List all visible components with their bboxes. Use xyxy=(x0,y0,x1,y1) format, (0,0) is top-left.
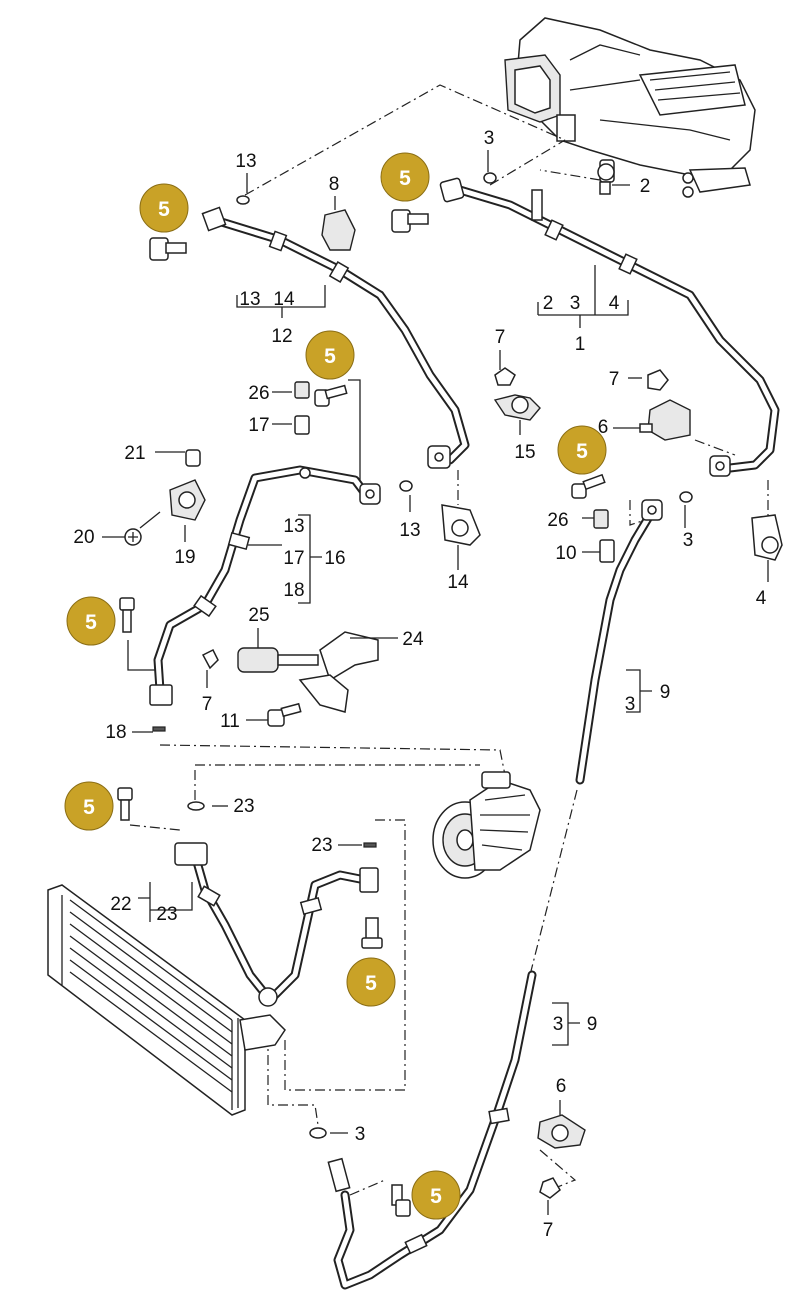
callout-badge-text: 5 xyxy=(324,345,336,368)
part-label: 9 xyxy=(660,682,671,703)
part-label: 7 xyxy=(543,1220,554,1241)
part-label: 3 xyxy=(355,1124,366,1145)
part-label: 24 xyxy=(402,629,424,650)
callout-badge-text: 5 xyxy=(399,167,411,190)
part-label: 14 xyxy=(447,572,469,593)
callout-badge-3: 5 xyxy=(305,330,355,380)
part-label: 6 xyxy=(598,417,609,438)
part-label: 1 xyxy=(575,334,586,355)
part-label: 26 xyxy=(248,383,269,404)
compressor xyxy=(432,771,541,879)
bolt xyxy=(391,209,429,233)
part-label: 13 xyxy=(239,289,260,310)
part-label: 12 xyxy=(271,326,292,347)
part-label: 19 xyxy=(174,547,195,568)
part-label: 13 xyxy=(283,516,304,537)
callout-badge-text: 5 xyxy=(430,1185,442,1208)
callout-badge-8: 5 xyxy=(411,1170,461,1220)
part-label: 13 xyxy=(235,151,256,172)
evaporator-housing xyxy=(504,17,756,198)
callout-badge-7: 5 xyxy=(346,957,396,1007)
part-label: 21 xyxy=(124,443,145,464)
bolt xyxy=(149,237,187,261)
bolt xyxy=(361,917,383,949)
bolt xyxy=(314,384,348,407)
part-label: 3 xyxy=(570,293,581,314)
part-label: 4 xyxy=(756,588,767,609)
callout-badge-1: 5 xyxy=(139,183,189,233)
part-label: 22 xyxy=(110,894,131,915)
bolt xyxy=(117,787,133,821)
part-label: 7 xyxy=(495,327,506,348)
callout-badge-text: 5 xyxy=(85,611,97,634)
condenser xyxy=(47,884,286,1116)
part-label: 3 xyxy=(625,694,636,715)
part-label: 6 xyxy=(556,1076,567,1097)
part-label: 23 xyxy=(156,904,177,925)
part-label: 11 xyxy=(220,711,240,732)
callout-badge-6: 5 xyxy=(64,781,114,831)
part-label: 3 xyxy=(553,1014,564,1035)
callout-badge-text: 5 xyxy=(158,198,170,221)
part-label: 18 xyxy=(105,722,126,743)
bolt xyxy=(391,1184,411,1217)
part-label: 20 xyxy=(73,527,94,548)
part-label: 16 xyxy=(324,548,345,569)
part-label: 25 xyxy=(248,605,269,626)
part-label: 2 xyxy=(543,293,554,314)
callout-badge-text: 5 xyxy=(83,796,95,819)
part-label: 3 xyxy=(484,128,495,149)
part-label: 3 xyxy=(683,530,694,551)
callout-badge-text: 5 xyxy=(576,440,588,463)
fittings xyxy=(117,159,783,1255)
callout-badges: 5 5 5 5 5 5 5 5 xyxy=(64,152,607,1220)
leader-lines xyxy=(102,150,769,1215)
bolt xyxy=(267,702,302,727)
part-label: 23 xyxy=(233,796,254,817)
part-label: 15 xyxy=(514,442,535,463)
part-label: 26 xyxy=(547,510,568,531)
part-label: 8 xyxy=(329,174,340,195)
part-label: 7 xyxy=(609,369,620,390)
part-label: 17 xyxy=(248,415,269,436)
bolt xyxy=(119,597,135,633)
part-label: 14 xyxy=(273,289,295,310)
callout-badge-4: 5 xyxy=(557,425,607,475)
callout-badge-text: 5 xyxy=(365,972,377,995)
part-label: 23 xyxy=(311,835,332,856)
bolt xyxy=(571,473,606,499)
part-label: 18 xyxy=(283,580,304,601)
part-labels: 13 8 3 2 13 14 12 2 3 4 1 7 26 17 15 7 6… xyxy=(73,128,766,1241)
part-label: 10 xyxy=(555,543,576,564)
callout-badge-5: 5 xyxy=(66,596,116,646)
part-label: 9 xyxy=(587,1014,598,1035)
part-label: 4 xyxy=(609,293,620,314)
part-label: 7 xyxy=(202,694,213,715)
callout-badge-2: 5 xyxy=(380,152,430,202)
refrigerant-pipes xyxy=(153,185,780,1290)
part-label: 2 xyxy=(640,176,651,197)
part-label: 13 xyxy=(399,520,420,541)
assembly-lines xyxy=(129,84,769,1196)
part-label: 17 xyxy=(283,548,304,569)
